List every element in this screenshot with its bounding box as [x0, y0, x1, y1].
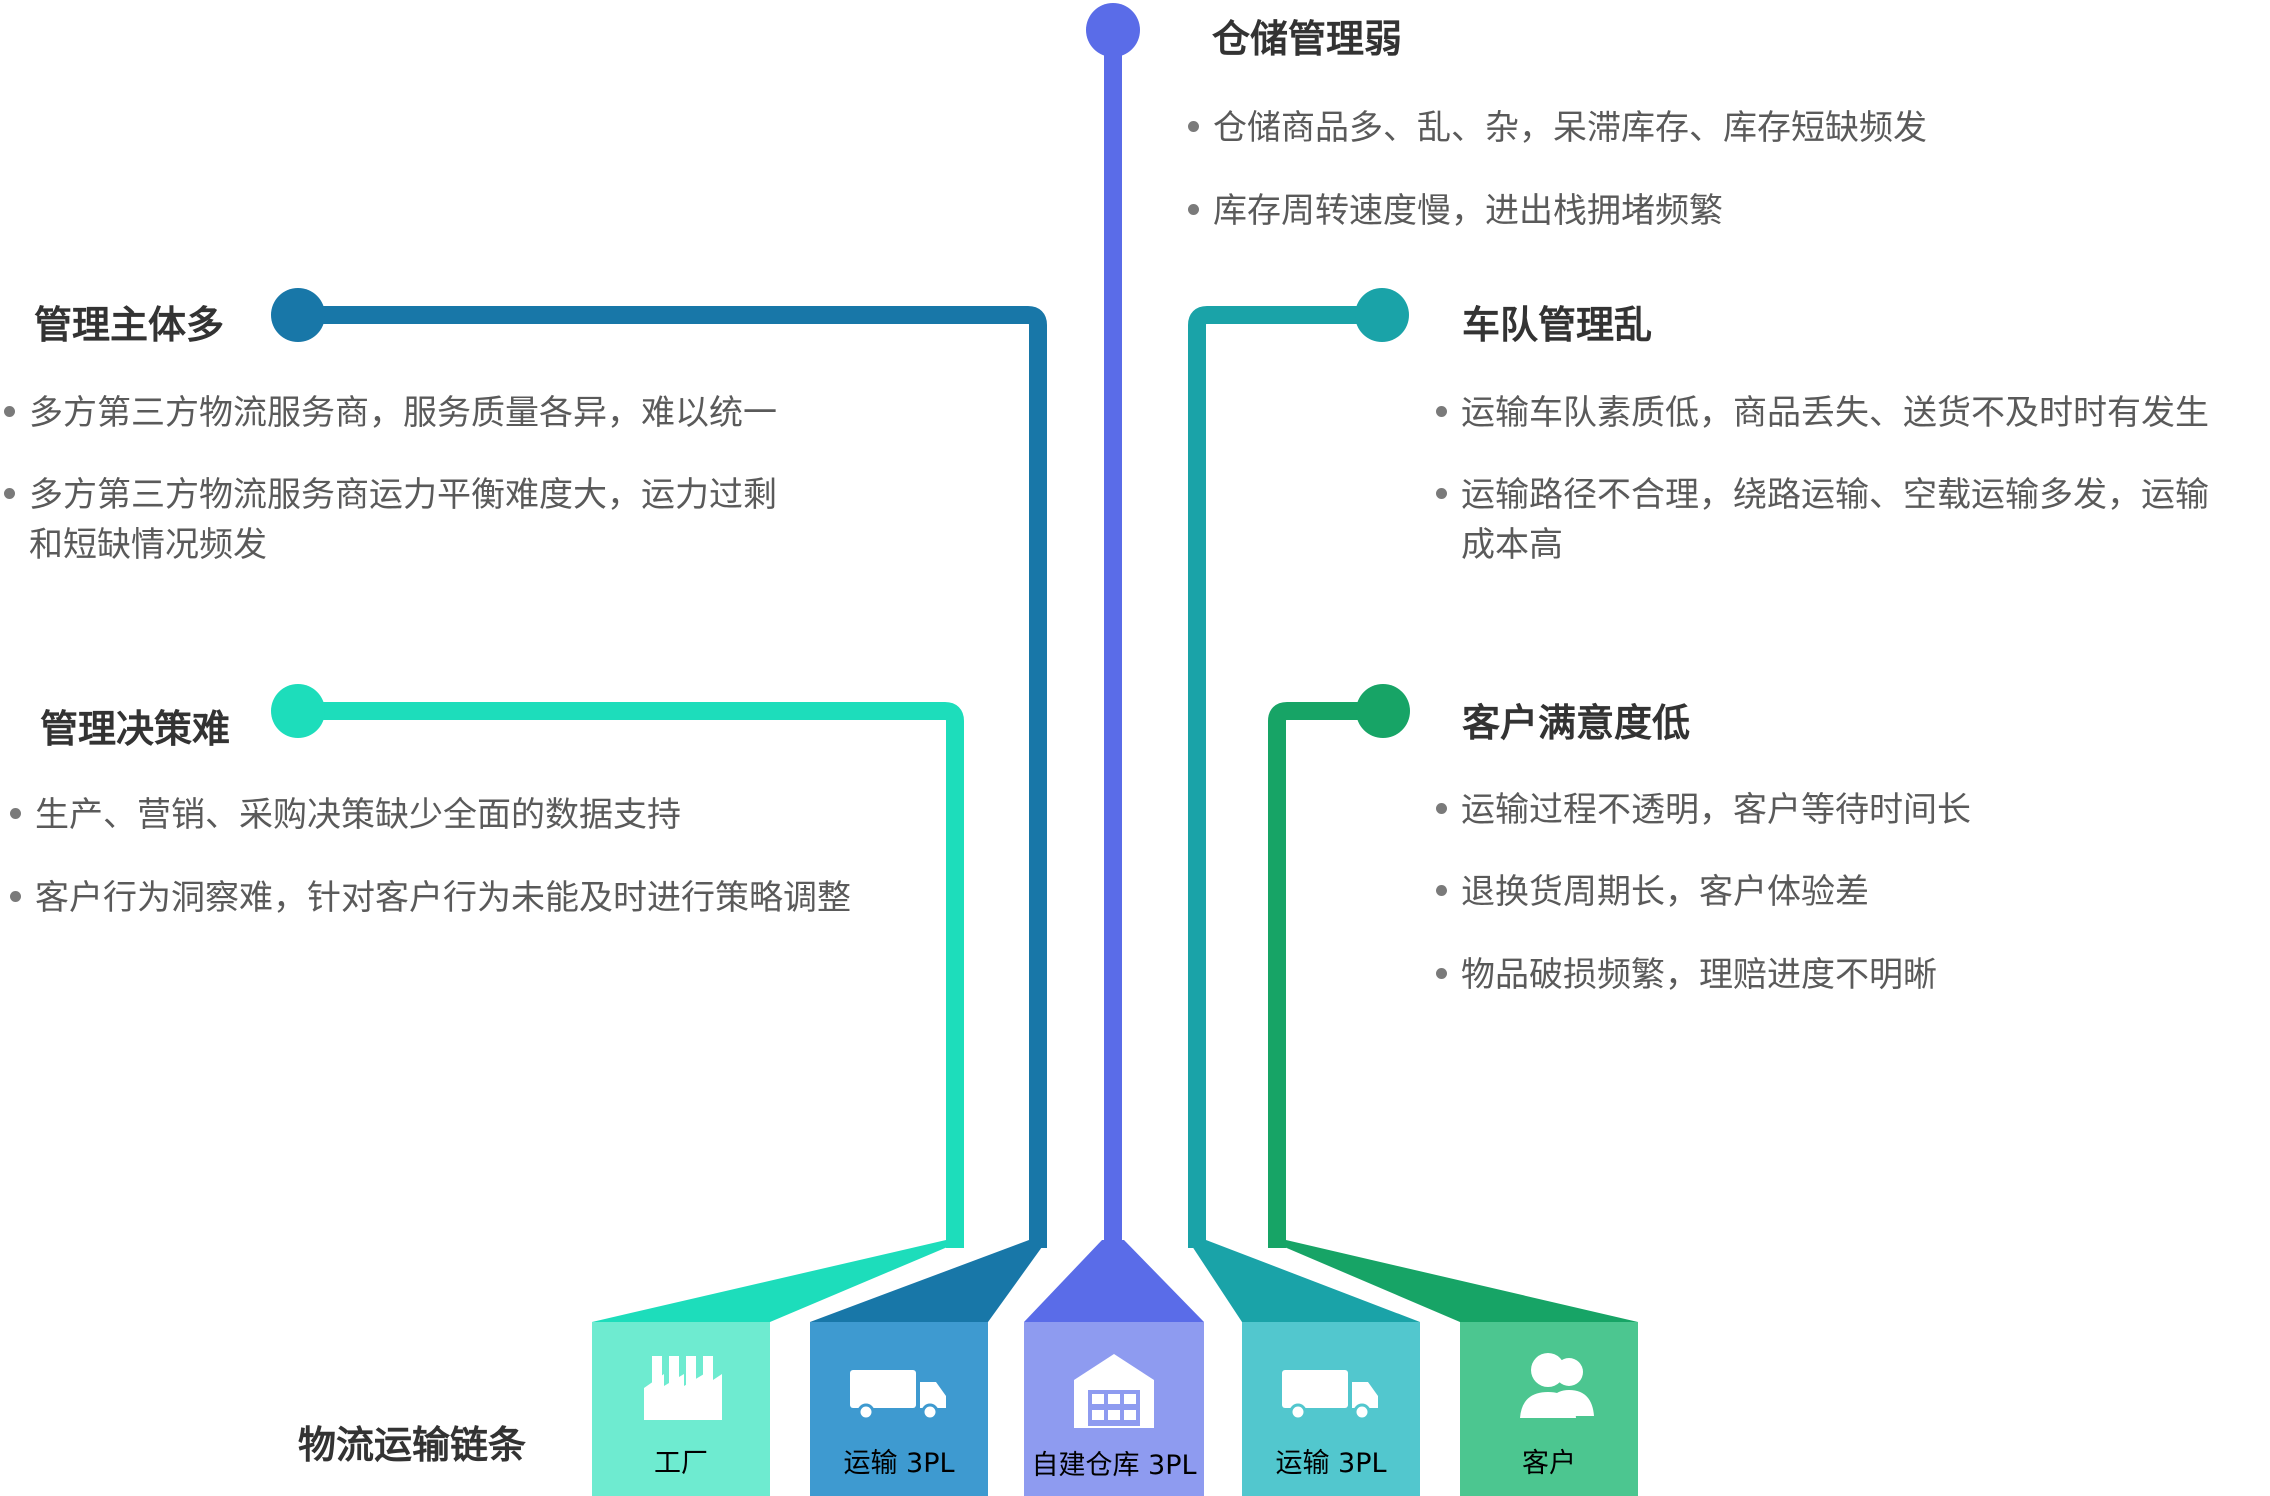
- fleet-title: 车队管理乱: [1462, 303, 1653, 347]
- bullet-dot: [4, 406, 15, 417]
- decision-bullet-1: 生产、营销、采购决策缺少全面的数据支持: [10, 790, 681, 840]
- truck-icon: [1282, 1370, 1378, 1421]
- node-label-customer: 客户: [1522, 1448, 1576, 1479]
- bullet-dot: [10, 891, 21, 902]
- customer-bullet-2: 退换货周期长，客户体验差: [1436, 867, 1869, 917]
- warehouse-bullet-1: 仓储商品多、乱、杂，呆滞库存、库存短缺频发: [1188, 103, 1927, 153]
- transport-left-funnel: [810, 1240, 1047, 1322]
- bullet-dot: [1436, 406, 1447, 417]
- customer-funnel: [1268, 1240, 1638, 1322]
- warehouse-dot: [1086, 3, 1140, 57]
- fleet-bullet-1: 运输车队素质低，商品丢失、送货不及时时有发生: [1436, 388, 2209, 438]
- fleet-bullet-2: 运输路径不合理，绕路运输、空载运输多发，运输成本高: [1436, 470, 2209, 570]
- warehouse-icon: [1074, 1354, 1154, 1428]
- management-title: 管理主体多: [34, 303, 225, 347]
- decision-connector: [298, 702, 964, 1248]
- chain-label: 物流运输链条: [298, 1423, 527, 1467]
- customer-dot: [1356, 684, 1410, 738]
- truck-icon: [850, 1370, 946, 1421]
- bullet-dot: [1188, 121, 1199, 132]
- factory-funnel: [592, 1240, 964, 1322]
- customer-title: 客户满意度低: [1462, 701, 1691, 745]
- warehouse-funnel: [1024, 1240, 1204, 1322]
- node-label-warehouse: 自建仓库 3PL: [1031, 1450, 1196, 1481]
- customer-connector: [1268, 702, 1383, 1248]
- management-connector: [298, 306, 1047, 1248]
- bullet-dot: [4, 488, 15, 499]
- bullet-dot: [1436, 968, 1447, 979]
- decision-bullet-2: 客户行为洞察难，针对客户行为未能及时进行策略调整: [10, 873, 851, 923]
- management-bullet-2: 多方第三方物流服务商运力平衡难度大，运力过剩和短缺情况频发: [4, 470, 777, 570]
- node-label-transport-left: 运输 3PL: [843, 1448, 954, 1479]
- warehouse-title: 仓储管理弱: [1212, 17, 1403, 61]
- bullet-dot: [1436, 488, 1447, 499]
- node-label-factory: 工厂: [654, 1448, 708, 1479]
- customer-bullet-1: 运输过程不透明，客户等待时间长: [1436, 785, 1971, 835]
- fleet-dot: [1355, 288, 1409, 342]
- bullet-dot: [1436, 803, 1447, 814]
- bullet-dot: [1188, 204, 1199, 215]
- transport-right-node: [1242, 1322, 1420, 1496]
- factory-icon: [644, 1356, 722, 1420]
- decision-title: 管理决策难: [40, 707, 231, 751]
- bullet-dot: [10, 808, 21, 819]
- transport-left-node: [810, 1322, 988, 1496]
- warehouse-bullet-2: 库存周转速度慢，进出栈拥堵频繁: [1188, 186, 1723, 236]
- node-label-transport-right: 运输 3PL: [1275, 1448, 1386, 1479]
- transport-right-funnel: [1188, 1240, 1420, 1322]
- decision-dot: [271, 684, 325, 738]
- users-icon: [1520, 1353, 1594, 1418]
- fleet-connector: [1188, 306, 1362, 1248]
- bullet-dot: [1436, 885, 1447, 896]
- customer-bullet-3: 物品破损频繁，理赔进度不明晰: [1436, 950, 1937, 1000]
- management-bullet-1: 多方第三方物流服务商，服务质量各异，难以统一: [4, 388, 777, 438]
- management-dot: [271, 288, 325, 342]
